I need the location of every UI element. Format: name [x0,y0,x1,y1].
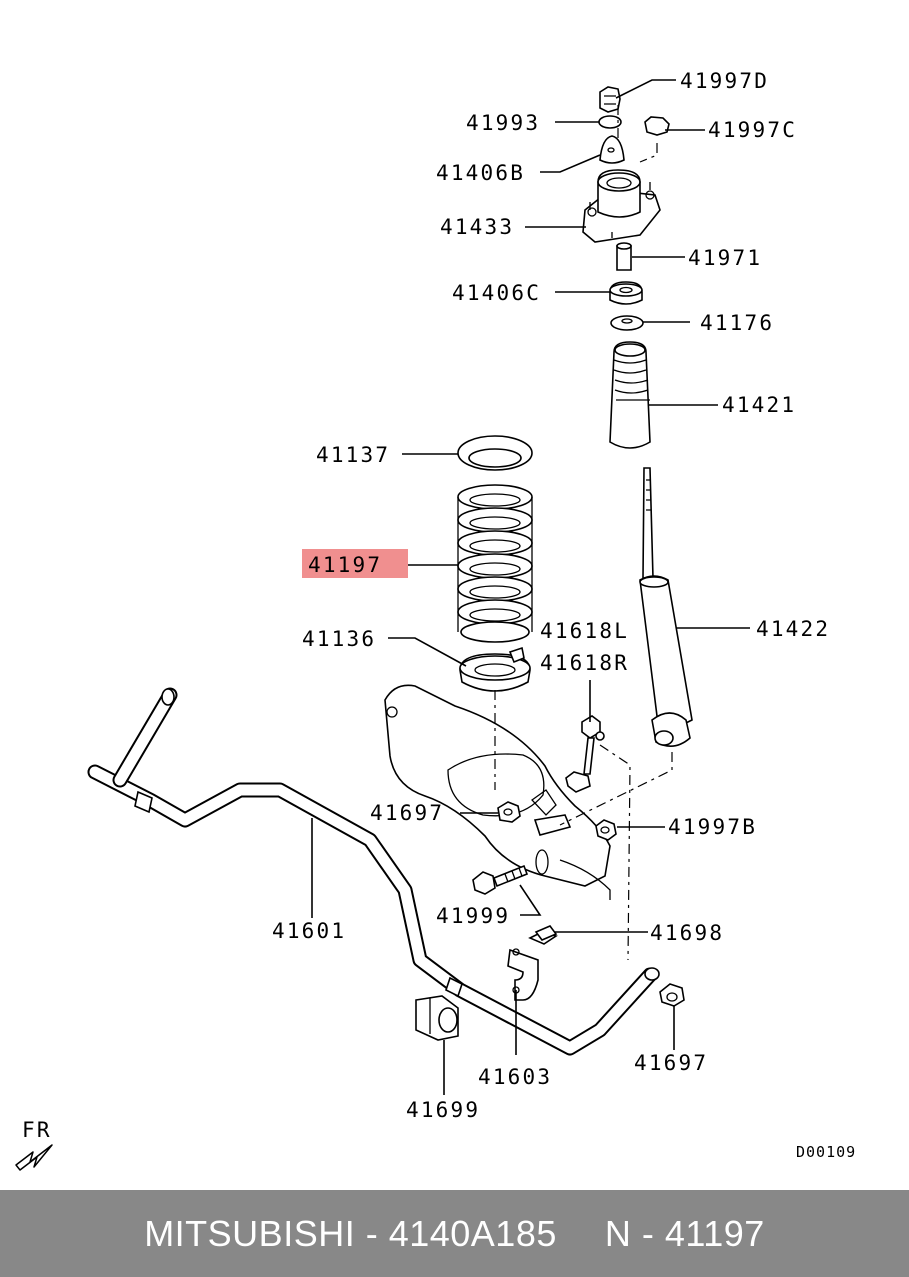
label-41698: 41698 [650,921,724,945]
fr-label: FR [22,1118,52,1142]
label-41697-lower: 41697 [634,1051,708,1075]
bracket-41603 [507,948,539,1001]
footer-brand-part-number: MITSUBISHI - 4140A185 [144,1212,557,1254]
dust-boot-41421 [609,341,651,449]
assembly-line-nut [639,143,658,163]
leader-lines [311,79,750,1095]
bushing-41406b [599,135,625,164]
label-41197-highlighted: 41197 [308,553,382,577]
nut-41997b [595,819,617,841]
stabilizer-bar-41601 [87,687,660,1056]
label-41422: 41422 [756,617,830,641]
exploded-parts-diagram: 41997D 41993 41997C 41406B 41433 41971 4… [15,69,856,1171]
label-41406b: 41406B [436,161,525,185]
front-direction-indicator: FR [15,1118,53,1171]
label-41997c: 41997C [708,118,797,142]
label-41137: 41137 [316,443,390,467]
label-41603: 41603 [478,1065,552,1089]
label-41697-upper: 41697 [370,801,444,825]
strut-mount-41433 [582,169,661,243]
arrow-icon [15,1144,53,1171]
assembly-line-shock [559,752,673,826]
label-41971: 41971 [688,246,762,270]
label-41601: 41601 [272,919,346,943]
label-41618l: 41618L [540,619,629,643]
nut-41697-lower [659,983,685,1007]
label-41618r: 41618R [540,651,629,675]
label-41421: 41421 [722,393,796,417]
nut-41997d [599,86,621,113]
bolt-41999 [472,864,529,895]
label-41993: 41993 [466,111,540,135]
label-41997b: 41997B [668,815,757,839]
washer-41176 [610,315,644,331]
highlight-box [302,549,408,578]
bushing-41699 [415,995,459,1041]
nut-41997c [644,116,670,136]
stabilizer-link-41618 [565,715,605,793]
label-41999: 41999 [436,904,510,928]
label-41699: 41699 [406,1098,480,1122]
assembly-line-link [599,744,631,961]
shock-absorber-41422 [639,467,693,747]
part-reference-footer: MITSUBISHI - 4140A185 N - 41197 [0,1190,909,1277]
bushing-41406c [609,281,643,305]
label-41176: 41176 [700,311,774,335]
spring-seat-lower-41136 [459,646,531,692]
label-41433: 41433 [440,215,514,239]
footer-reference-number: N - 41197 [604,1212,765,1254]
drawing-code: D00109 [796,1143,856,1161]
spring-seat-upper-41137 [457,435,533,471]
coil-spring-41197 [457,484,533,643]
label-41136: 41136 [302,627,376,651]
nut-41697-upper [497,801,521,823]
label-41997d: 41997D [680,69,769,93]
bolt-41698 [528,925,558,945]
label-41406c: 41406C [452,281,541,305]
sleeve-41971 [616,242,632,271]
